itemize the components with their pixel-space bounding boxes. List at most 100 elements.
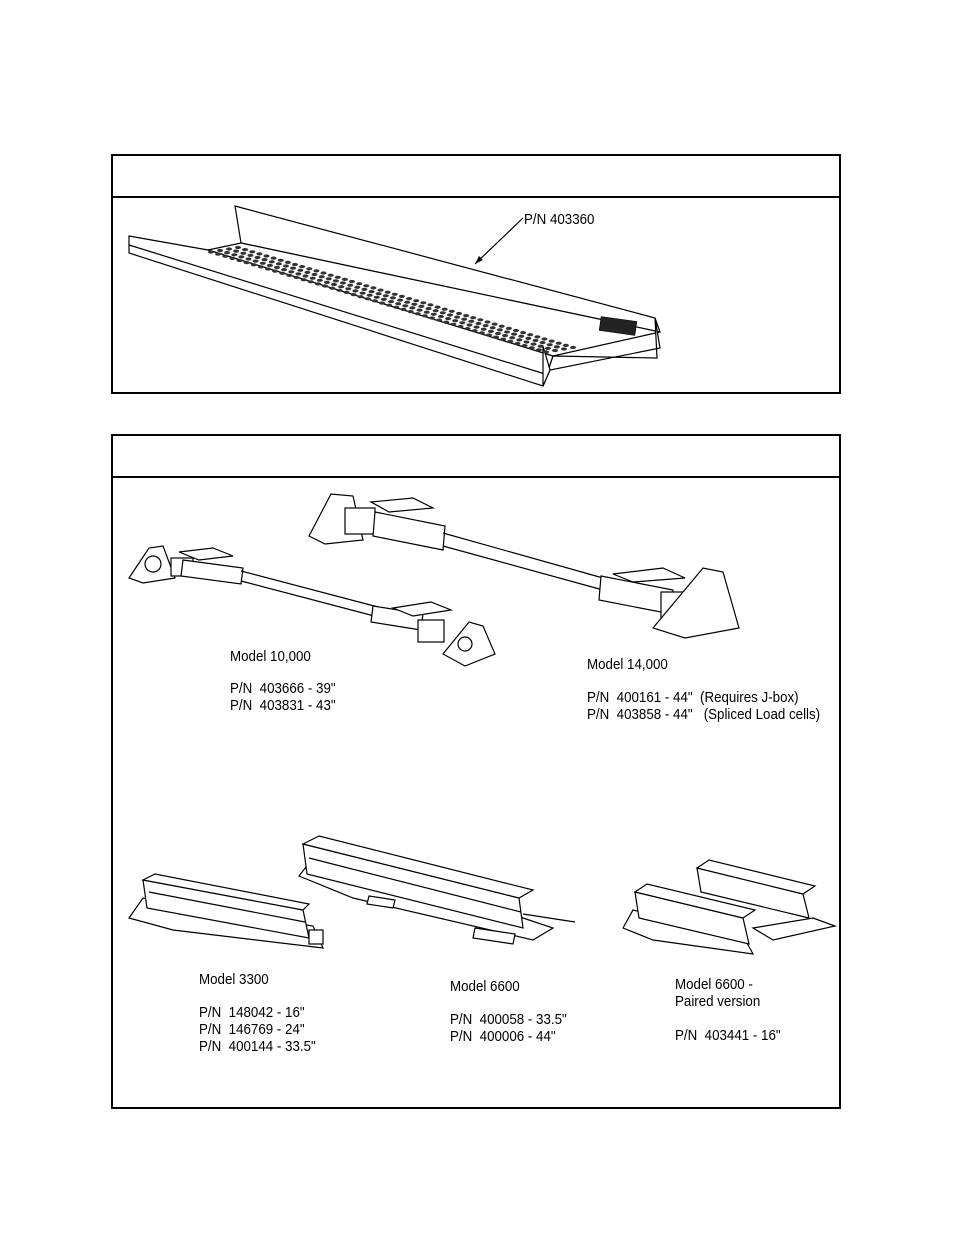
deck-hole [343,290,350,294]
deck-hole [299,265,306,269]
deck-hole [373,295,380,299]
deck-hole [416,308,423,312]
deck-hole [498,324,505,328]
deck-hole [313,269,320,273]
deck-hole [389,296,396,300]
load-cell-drawings [128,493,838,955]
deck-hole [366,293,373,297]
deck-hole [338,285,345,289]
deck-hole [552,348,558,353]
deck-hole [297,268,304,272]
deck-hole [347,283,354,287]
deck-hole [247,253,254,257]
deck-hole [275,262,282,266]
deck-hole [259,261,266,265]
deck-hole [454,315,461,319]
deck-hole [553,345,560,349]
load-cells-panel: Model 10,000 P/N 403666 - 39" P/N 403831… [111,434,841,1109]
deck-hole [302,274,309,278]
deck-hole [406,297,413,301]
deck-hole [331,282,337,287]
deck-hole [443,320,450,324]
ramp-part-number: P/N 403360 [524,212,595,228]
ramp-panel: P/N 403360 [111,154,841,394]
deck-hole [398,294,405,298]
deck-hole [445,317,452,321]
deck-hole [438,314,444,319]
deck-hole [527,333,534,337]
deck-hole [505,326,512,330]
deck-hole [363,284,370,288]
deck-hole [434,305,441,309]
deck-hole [448,309,455,313]
deck-hole [361,287,368,291]
deck-hole [471,329,478,333]
deck-hole [468,319,475,323]
deck-hole [439,311,446,315]
deck-hole [263,254,270,258]
deck-hole [320,271,327,275]
deck-hole [380,297,387,301]
deck-hole [537,344,544,348]
deck-hole [249,250,256,254]
deck-hole [229,256,236,260]
deck-hole [570,345,576,350]
deck-hole [277,258,284,262]
deck-hole [334,275,341,279]
deck-hole [382,294,389,298]
deck-hole [306,267,313,271]
deck-hole [292,262,298,267]
load-cells-panel-header [113,436,839,478]
deck-hole [514,341,521,346]
deck-hole [525,336,532,340]
deck-hole [371,299,378,303]
deck-hole [511,332,518,336]
deck-hole [257,265,264,269]
deck-hole [429,316,435,320]
deck-hole [327,273,334,277]
deck-hole [409,306,416,310]
deck-hole [288,270,295,274]
model-3300-part-3: P/N 400144 - 33.5" [199,1039,316,1055]
deck-hole [420,301,427,305]
deck-hole [493,335,500,339]
deck-hole [224,251,231,255]
deck-hole [404,300,411,304]
deck-hole [233,249,240,253]
deck-hole [486,333,492,337]
deck-hole [208,250,214,254]
deck-hole [480,327,487,331]
deck-hole [541,337,548,341]
deck-hole [295,272,302,276]
deck-hole [384,290,391,294]
deck-hole [238,255,245,259]
deck-hole [432,309,439,313]
deck-hole [379,301,386,305]
deck-hole [495,331,501,336]
deck-hole [496,328,503,332]
deck-hole [470,316,477,320]
ramp-panel-body: P/N 403360 [113,198,839,392]
deck-hole [447,313,453,317]
deck-hole [268,260,275,264]
deck-hole [436,318,443,322]
model-14000-part-2: P/N 403858 - 44" (Spliced Load cells) [587,707,821,723]
deck-hole [452,319,459,323]
model-6600-title: Model 6600 [450,979,520,995]
deck-hole [507,339,514,343]
deck-hole [473,325,480,329]
deck-hole [236,258,243,263]
deck-hole [307,280,314,284]
deck-hole [544,346,551,350]
deck-hole [543,350,549,354]
model-6600-paired-drawing [622,859,838,955]
deck-hole [316,278,323,282]
deck-hole [413,299,420,303]
deck-hole [332,279,339,283]
deck-hole [400,307,407,311]
deck-hole [243,261,250,265]
deck-hole [325,277,332,281]
deck-hole [477,318,484,322]
deck-hole [318,275,325,279]
deck-hole [281,268,288,272]
